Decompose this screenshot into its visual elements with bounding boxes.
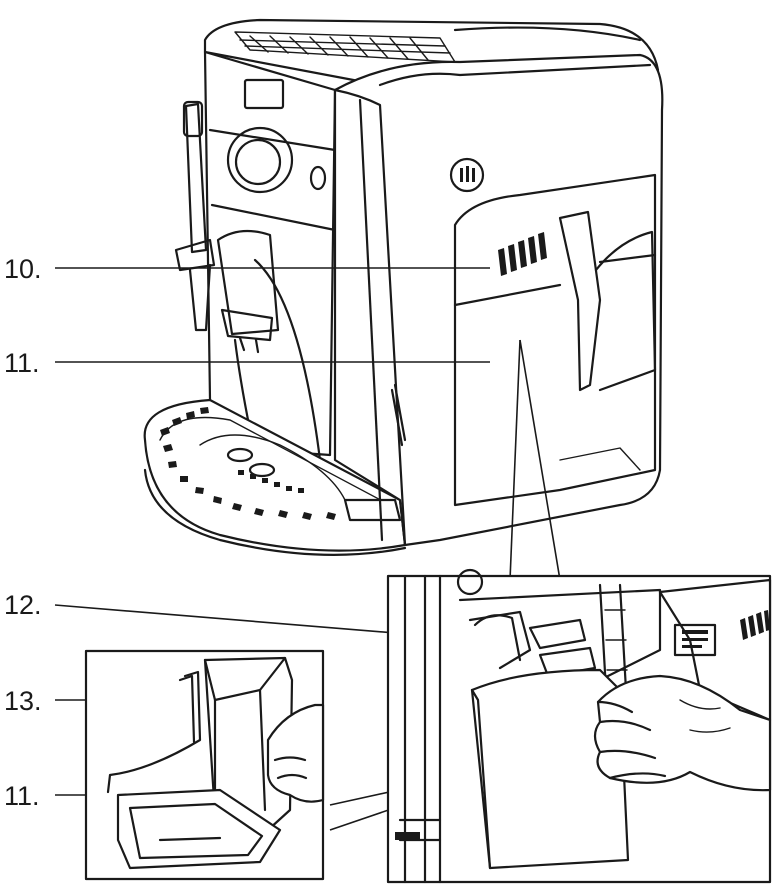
callout-label-11-bottom: 11. (4, 781, 40, 811)
callout-label-13: 13. (4, 686, 42, 716)
drawer-detail-inset (386, 568, 772, 884)
coffee-machine-illustration (143, 18, 664, 556)
callout-labels: 10. 11. 12. 13. 11. (4, 254, 42, 811)
callout-label-12: 12. (4, 590, 42, 620)
hand-illustration (593, 674, 772, 792)
callout-label-10: 10. (4, 254, 42, 284)
door-vent-slots (498, 232, 547, 276)
grounds-container-inset (84, 649, 325, 881)
callout-label-11-top: 11. (4, 348, 40, 378)
